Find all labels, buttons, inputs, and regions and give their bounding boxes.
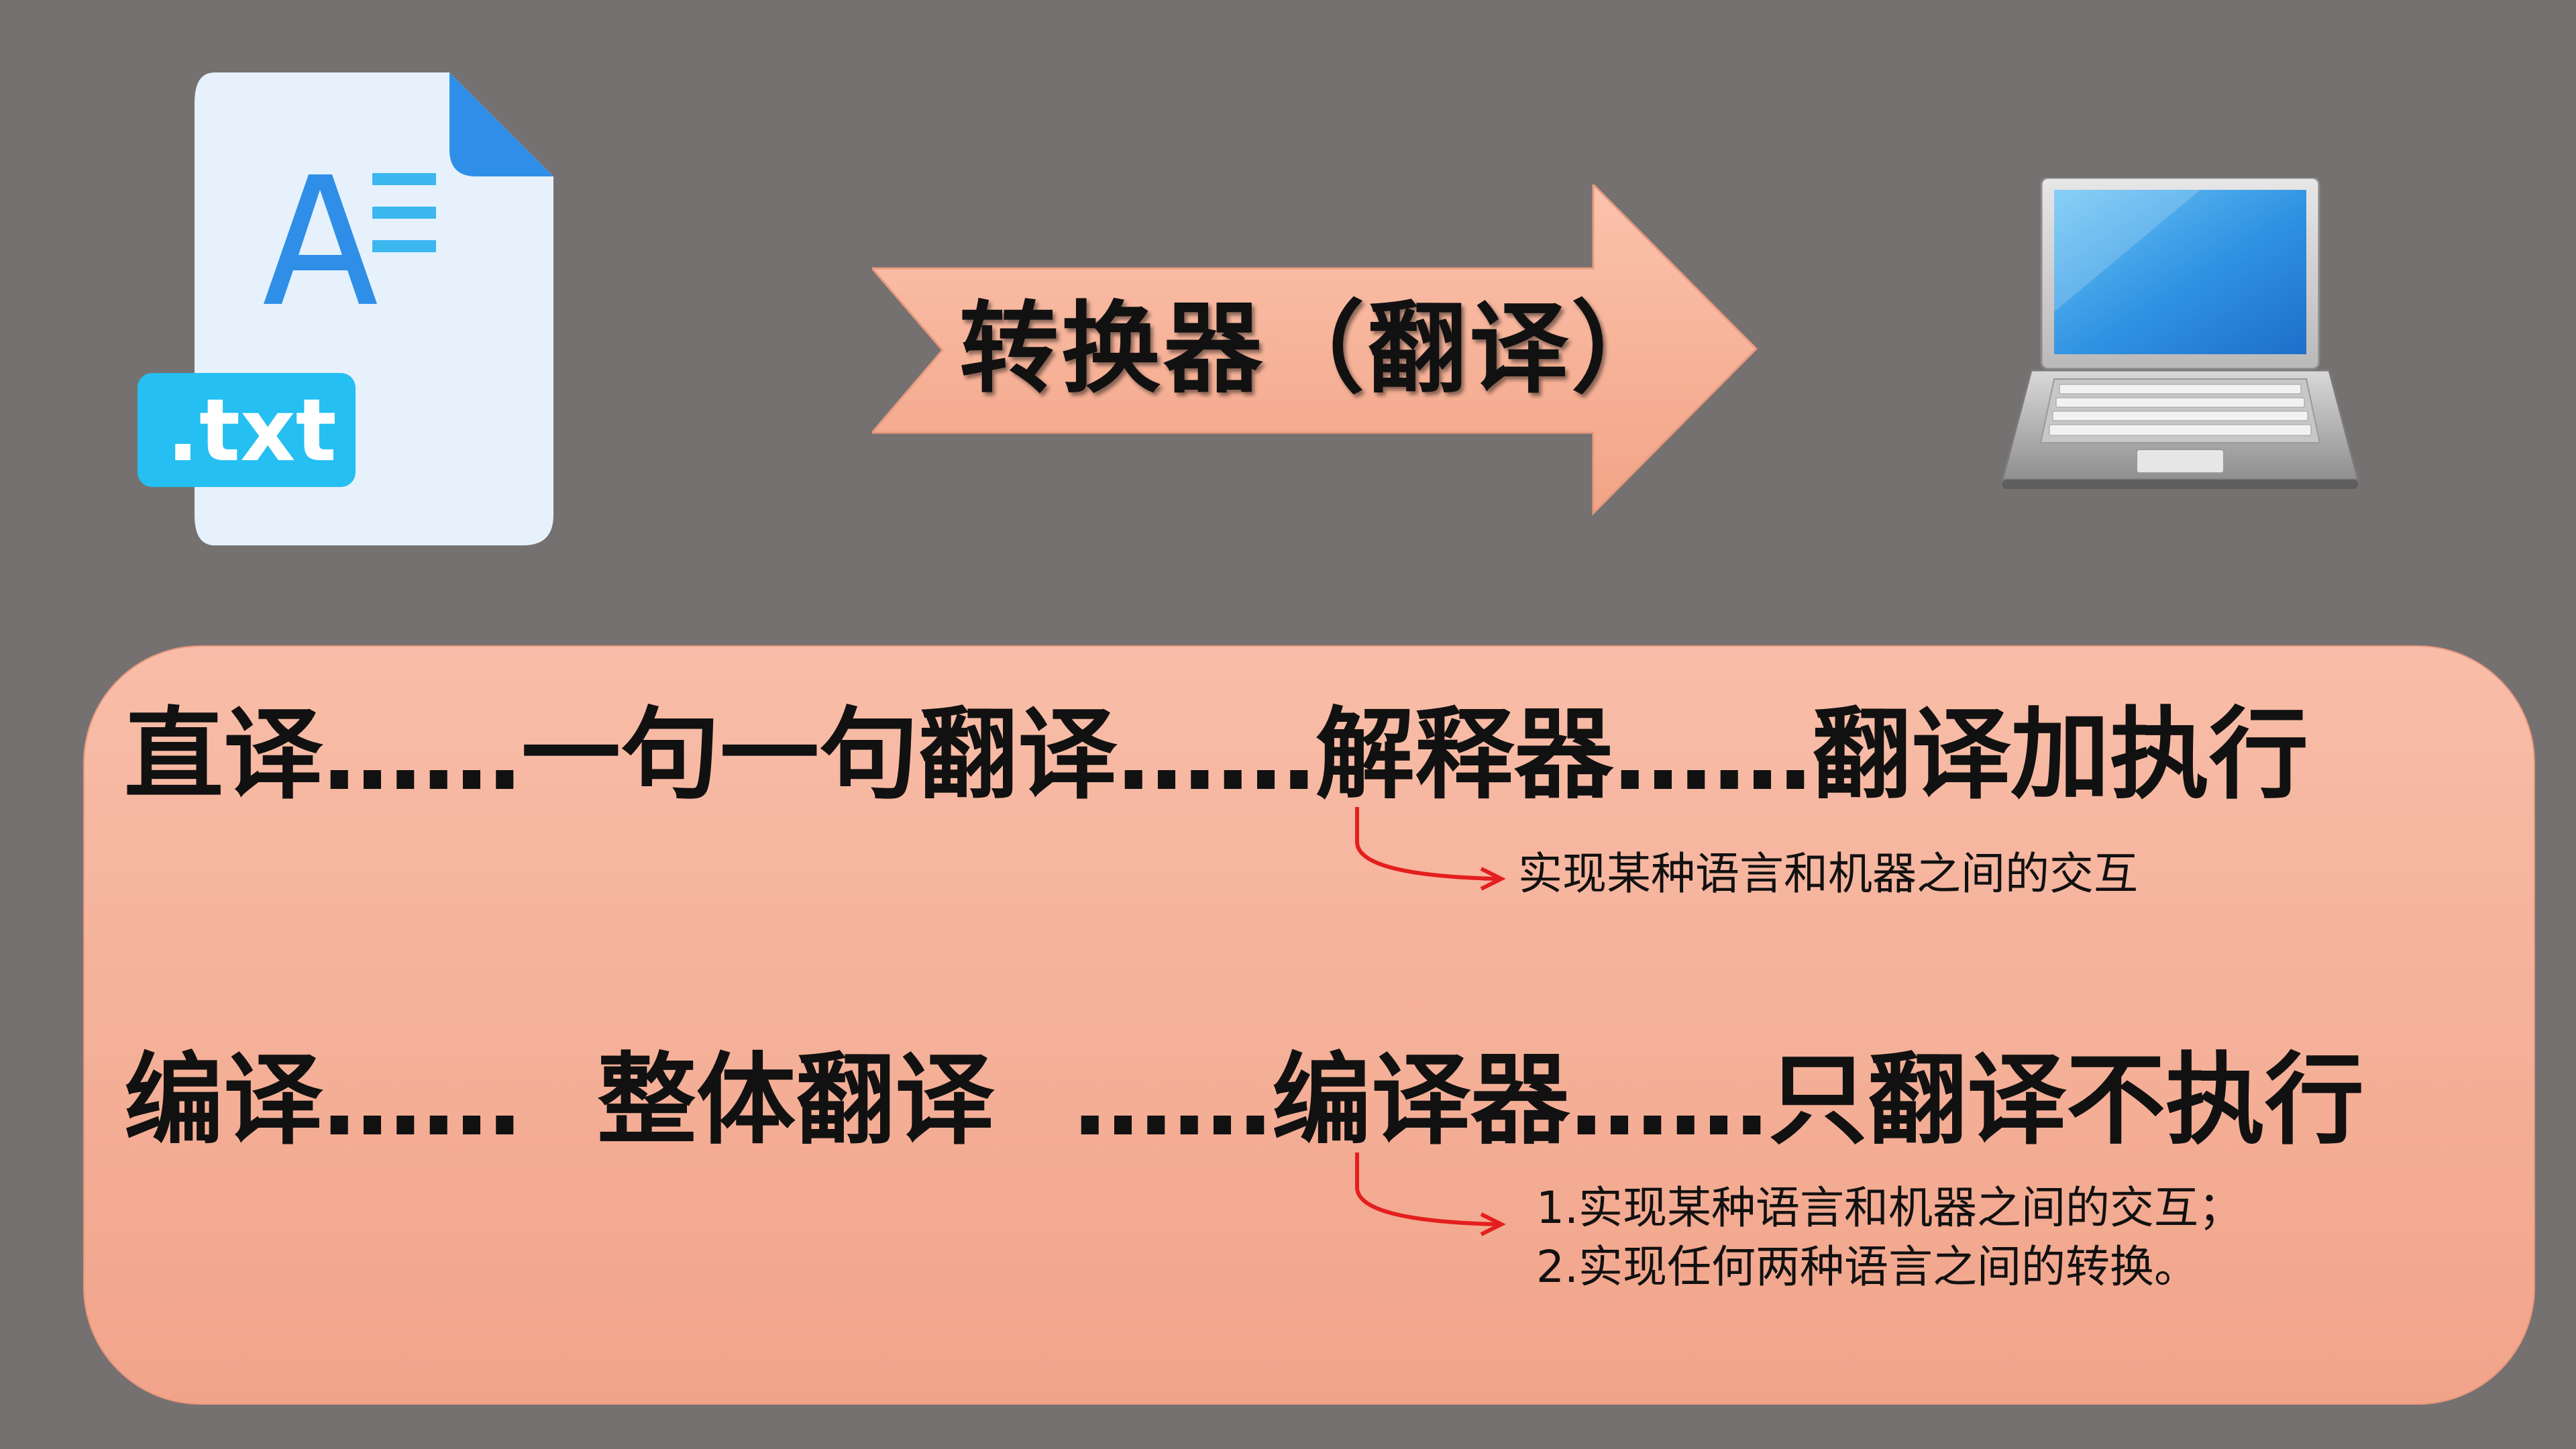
converter-arrow — [872, 184, 1764, 517]
compiler-note-item-2: 2.实现任何两种语言之间的转换。 — [1536, 1241, 2198, 1293]
laptop-icon — [1999, 178, 2361, 496]
compiler-pointer-arrow — [1347, 1147, 1508, 1241]
compiler-line-middle: 整体翻译 — [597, 1042, 994, 1158]
interpreter-pointer-arrow — [1347, 802, 1508, 896]
interpreter-line: 直译……一句一句翻译……解释器……翻译加执行 — [124, 697, 2308, 812]
compiler-note-item-1: 1.实现某种语言和机器之间的交互； — [1536, 1182, 2243, 1234]
arrow-label: 转换器（翻译） — [959, 291, 1673, 407]
interpreter-note: 实现某种语言和机器之间的交互 — [1518, 848, 2138, 900]
file-extension-label: .txt — [166, 381, 337, 481]
text-file-icon: .txt — [138, 72, 553, 545]
compiler-line-right: ……编译器……只翻译不执行 — [1073, 1042, 2364, 1158]
comparison-panel — [83, 645, 2535, 1405]
compiler-line-left: 编译…… — [124, 1042, 521, 1158]
